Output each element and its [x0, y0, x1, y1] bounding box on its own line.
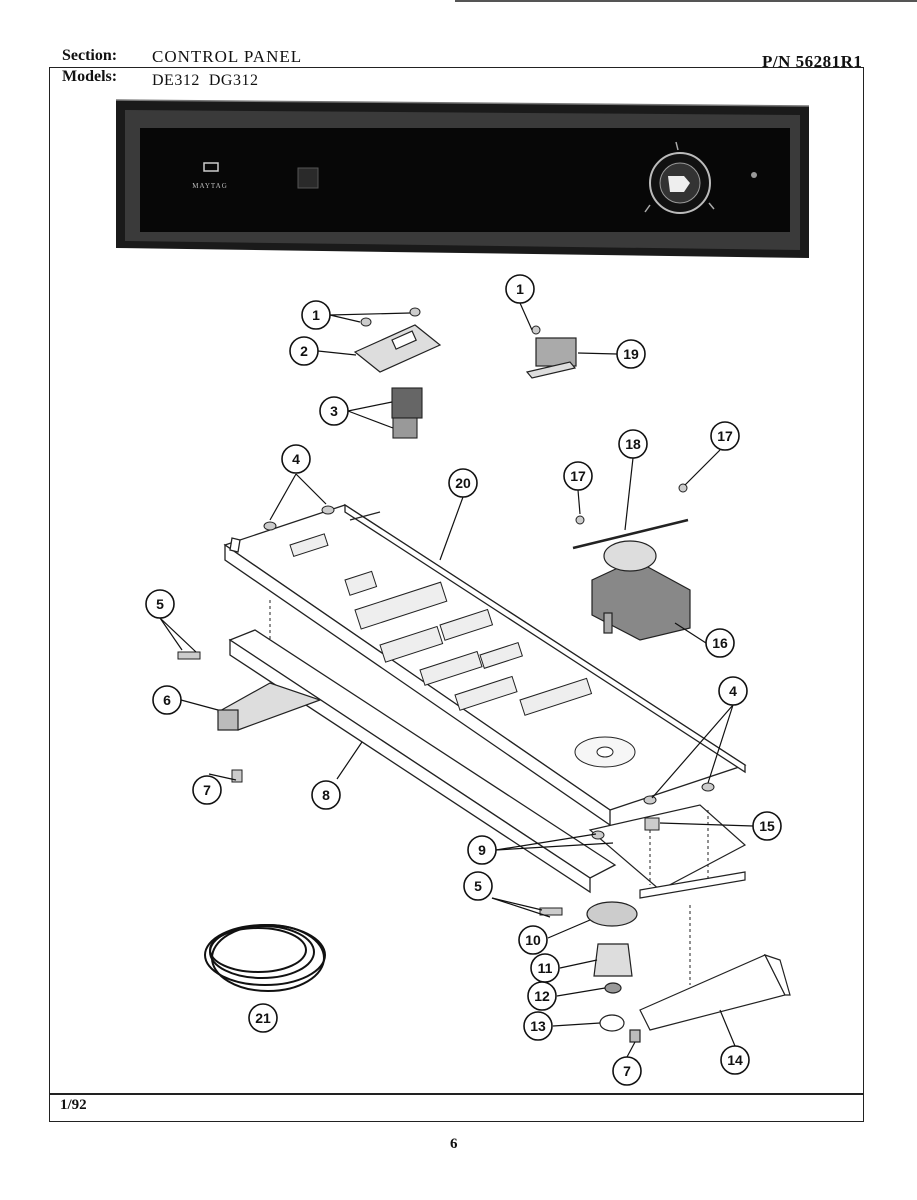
footer-rule [49, 1093, 864, 1095]
wire-jumper [572, 518, 689, 550]
svg-text:5: 5 [156, 596, 164, 612]
control-panel-console [115, 99, 810, 258]
svg-text:4: 4 [292, 451, 300, 467]
svg-text:10: 10 [525, 932, 541, 948]
callout-12: 12 [527, 981, 557, 1011]
brand-logo-icon [203, 162, 219, 172]
svg-text:6: 6 [163, 692, 171, 708]
callout-17a: 17 [563, 461, 593, 491]
rocker-switches [391, 387, 423, 439]
svg-text:14: 14 [727, 1052, 743, 1068]
callout-21: 21 [248, 1003, 278, 1033]
callout-10: 10 [518, 925, 548, 955]
lower-panel [588, 804, 747, 899]
callouts: 1 2 3 4 20 1 19 18 17 17 16 5 6 7 8 4 9 … [145, 274, 782, 1086]
callout-18: 18 [618, 429, 648, 459]
indicator-light [751, 172, 757, 178]
fasteners [177, 307, 715, 916]
end-bracket [216, 682, 322, 731]
callout-17b: 17 [710, 421, 740, 451]
part-number: P/N 56281R1 [762, 52, 863, 71]
knob-assembly [586, 901, 641, 1043]
switch-bank [289, 533, 636, 768]
models-value: DE312 DG312 [152, 72, 259, 89]
callout-15: 15 [752, 811, 782, 841]
section-value: CONTROL PANEL [152, 47, 303, 66]
svg-text:5: 5 [474, 878, 482, 894]
wire-harness [204, 924, 326, 992]
svg-text:15: 15 [759, 818, 775, 834]
switch-plate [353, 324, 442, 373]
svg-text:7: 7 [623, 1063, 631, 1079]
svg-text:11: 11 [538, 960, 553, 976]
svg-text:8: 8 [322, 787, 330, 803]
svg-text:13: 13 [530, 1018, 546, 1034]
callout-20: 20 [448, 468, 478, 498]
revision-date: 1/92 [60, 1097, 87, 1113]
svg-text:17: 17 [717, 428, 733, 444]
svg-text:21: 21 [255, 1010, 271, 1026]
panel-brand: MAYTAG [192, 182, 228, 190]
callout-13: 13 [523, 1011, 553, 1041]
models-label: Models: [62, 68, 118, 85]
svg-text:4: 4 [729, 683, 737, 699]
callout-19: 19 [616, 339, 646, 369]
callout-6: 6 [152, 685, 182, 715]
callout-5a: 5 [145, 589, 175, 619]
svg-text:12: 12 [534, 988, 550, 1004]
svg-text:2: 2 [300, 343, 308, 359]
svg-text:17: 17 [570, 468, 586, 484]
callout-1a: 1 [301, 300, 331, 330]
svg-text:18: 18 [625, 436, 641, 452]
svg-text:16: 16 [712, 635, 728, 651]
svg-text:1: 1 [312, 307, 320, 323]
callout-7b: 7 [612, 1056, 642, 1086]
callout-7a: 7 [192, 775, 222, 805]
callout-3: 3 [319, 396, 349, 426]
svg-text:20: 20 [455, 475, 471, 491]
guide-lines [269, 600, 709, 985]
callout-4a: 4 [281, 444, 311, 474]
push-switch [525, 337, 577, 379]
callout-8: 8 [311, 780, 341, 810]
callout-4b: 4 [718, 676, 748, 706]
callout-9: 9 [467, 835, 497, 865]
svg-text:7: 7 [203, 782, 211, 798]
svg-text:3: 3 [330, 403, 338, 419]
svg-text:19: 19 [623, 346, 639, 362]
section-label: Section: [62, 47, 118, 64]
leader-lines [159, 302, 754, 1058]
diagram-frame [49, 67, 864, 1122]
top-rule [455, 0, 917, 2]
support-rail [228, 629, 617, 894]
callout-14: 14 [720, 1045, 750, 1075]
callout-5b: 5 [463, 871, 493, 901]
timer-knob [644, 141, 715, 214]
callout-1b: 1 [505, 274, 535, 304]
callout-16: 16 [705, 628, 735, 658]
callout-2: 2 [289, 336, 319, 366]
svg-text:9: 9 [478, 842, 486, 858]
timer-motor [591, 540, 691, 641]
page-number: 6 [450, 1136, 458, 1152]
push-button [297, 167, 319, 189]
callout-11: 11 [530, 953, 560, 983]
end-bracket-right [639, 953, 791, 1031]
svg-text:1: 1 [516, 281, 524, 297]
